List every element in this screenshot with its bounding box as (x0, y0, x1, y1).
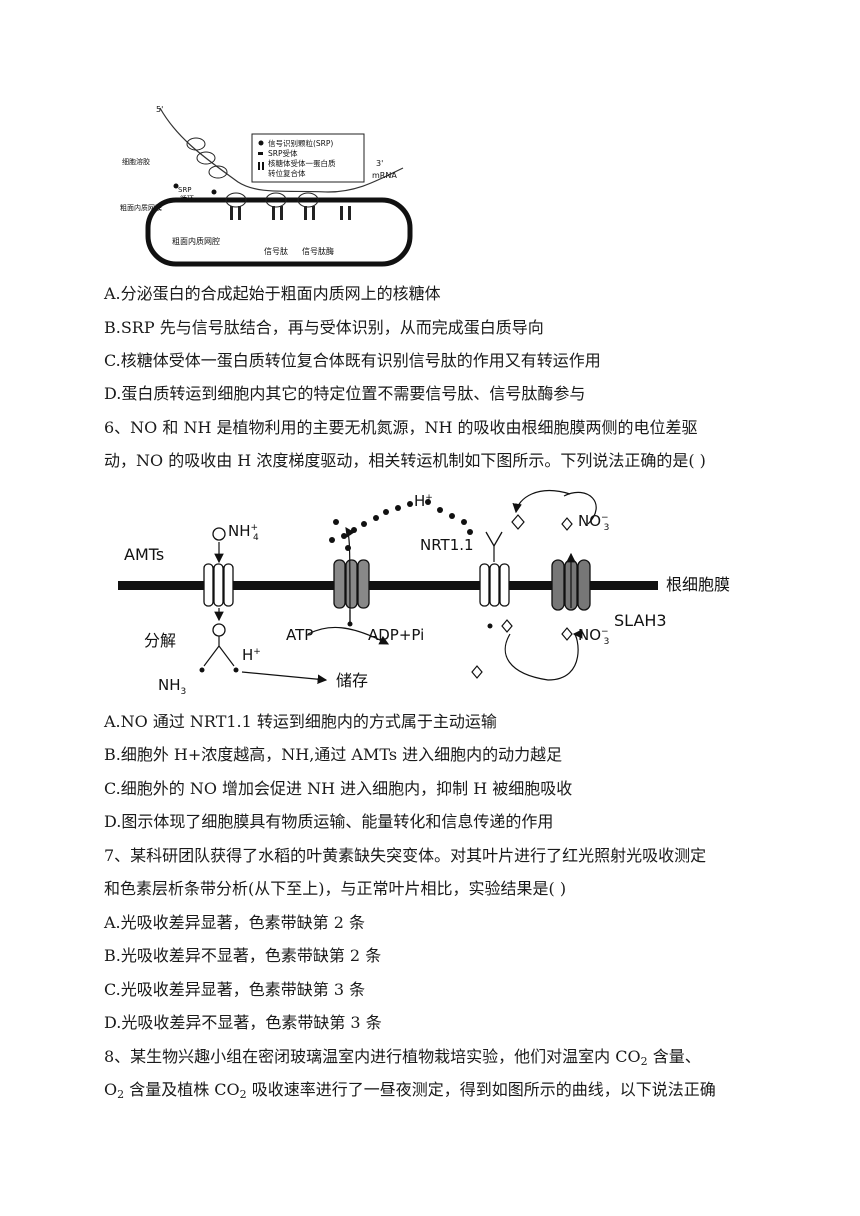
storage-label: 储存 (336, 671, 368, 690)
translocon (238, 206, 241, 220)
legend-complex: 核糖体受体一蛋白质 (268, 158, 336, 168)
nitrate-diamond (511, 514, 525, 530)
five-prime-label: 5' (156, 105, 163, 114)
decompose-label: 分解 (144, 631, 176, 650)
q7-stem-line2: 和色素层析条带分析(从下至上)，与正常叶片相比，实验结果是( ) (104, 879, 567, 898)
q7-option-c: C.光吸收差异显著，色素带缺第 3 条 (104, 980, 366, 999)
srp-particle (173, 183, 179, 189)
srp-pathway-diagram: 5' 3' mRNA 细胞溶胶 SRP 循环 粗面内质网膜 粗面内质网腔 信号肽… (120, 105, 413, 267)
signal-peptide-label: 信号肽 (264, 246, 288, 256)
translocon (340, 206, 343, 220)
figure1-legend: 信号识别颗粒(SRP) SRP受体 核糖体受体一蛋白质 转位复合体 (251, 133, 365, 183)
nh4-ion-inside (212, 623, 226, 637)
nh3-label: NH3 (158, 676, 186, 697)
srp-particle (195, 197, 201, 203)
translocon (280, 206, 283, 220)
no3-outside-label: NO−3 (578, 512, 609, 533)
q6-option-b: B.细胞外 H+浓度越高，NH,通过 AMTs 进入细胞内的动力越足 (104, 745, 563, 764)
q6-option-c: C.细胞外的 NO 增加会促进 NH 进入细胞内，抑制 H 被细胞吸收 (104, 779, 573, 798)
ribosome (196, 151, 216, 165)
nrt1-1-transporter (479, 563, 510, 607)
legend-srp-receptor: SRP受体 (268, 148, 298, 158)
nh4-label: NH+4 (228, 522, 259, 543)
ribosome (297, 192, 319, 208)
q6-option-a: A.NO 通过 NRT1.1 转运到细胞内的方式属于主动运输 (104, 712, 497, 731)
q5-option-c: C.核糖体受体一蛋白质转位复合体既有识别信号肽的作用又有转运作用 (104, 351, 601, 370)
three-prime-label: 3' (376, 159, 383, 168)
srp-cycle-label: SRP (178, 186, 192, 194)
q7-option-b: B.光吸收差异不显著，色素带缺第 2 条 (104, 946, 382, 965)
mrna-strand (159, 107, 404, 193)
q7-option-a: A.光吸收差异显著，色素带缺第 2 条 (104, 913, 365, 932)
membrane-line (118, 581, 658, 590)
srp-cycle-label: 循环 (180, 194, 194, 203)
srp-particle (211, 189, 217, 195)
q8-stem-line1: 8、某生物兴趣小组在密闭玻璃温室内进行植物栽培实验，他们对温室内 CO2 含量、 (104, 1047, 701, 1068)
mrna-label: mRNA (372, 171, 397, 180)
cytosol-label: 细胞溶胶 (122, 157, 150, 166)
translocon (230, 206, 233, 220)
root-membrane-label: 根细胞膜 (666, 575, 730, 594)
translocon (304, 206, 307, 220)
er-lumen-label: 粗面内质网腔 (172, 236, 220, 246)
nh4-ion (212, 527, 226, 541)
translocon (272, 206, 275, 220)
proton-dots (329, 499, 473, 551)
slah3-label: SLAH3 (614, 611, 667, 630)
signal-peptidase-label: 信号肽酶 (302, 246, 334, 256)
root-membrane-transport-diagram: AMTs NH+4 H+ NRT1.1 NO−3 根细胞膜 SLAH3 NO−3… (118, 490, 730, 697)
ribosome (265, 192, 287, 208)
adp-pi-label: ADP+Pi (368, 626, 424, 644)
q5-option-a: A.分泌蛋白的合成起始于粗面内质网上的核糖体 (104, 284, 441, 303)
nitrate-diamond (561, 627, 573, 641)
ribosome (208, 165, 228, 179)
q5-option-b: B.SRP 先与信号肽结合，再与受体识别，从而完成蛋白质导向 (104, 318, 544, 337)
proton-pump (333, 559, 370, 609)
no3-inside-label: NO−3 (578, 626, 609, 647)
q7-stem-line1: 7、某科研团队获得了水稻的叶黄素缺失突变体。对其叶片进行了红光照射光吸收测定 (104, 846, 707, 865)
nitrate-diamond (471, 665, 483, 679)
h-plus-inside-label: H+ (242, 646, 261, 664)
q6-stem-line2: 动，NO 的吸收由 H 浓度梯度驱动，相关转运机制如下图所示。下列说法正确的是(… (104, 451, 706, 470)
er-membrane-label: 粗面内质网膜 (120, 203, 162, 212)
q7-option-d: D.光吸收差异不显著，色素带缺第 3 条 (104, 1013, 382, 1032)
translocon (348, 206, 351, 220)
translocon (312, 206, 315, 220)
amts-transporter (203, 563, 234, 607)
legend-complex: 转位复合体 (268, 168, 306, 178)
q6-option-d: D.图示体现了细胞膜具有物质运输、能量转化和信息传递的作用 (104, 812, 554, 831)
h-plus-label: H+ (414, 492, 433, 510)
legend-srp: 信号识别颗粒(SRP) (268, 138, 333, 148)
nitrate-diamond (561, 517, 573, 531)
q5-option-d: D.蛋白质转运到细胞内其它的特定位置不需要信号肽、信号肽酶参与 (104, 384, 586, 403)
q6-stem-line1: 6、NO 和 NH 是植物利用的主要无机氮源，NH 的吸收由根细胞膜两侧的电位差… (104, 418, 698, 437)
ribosome (186, 137, 206, 151)
amts-label: AMTs (124, 545, 164, 564)
nrt1-1-label: NRT1.1 (420, 536, 474, 554)
nitrate-diamond (501, 619, 513, 633)
atp-label: ATP (286, 626, 313, 644)
q8-stem-line2: O2 含量及植株 CO2 吸收速率进行了一昼夜测定，得到如图所示的曲线，以下说法… (104, 1080, 716, 1101)
ribosome (225, 192, 247, 208)
